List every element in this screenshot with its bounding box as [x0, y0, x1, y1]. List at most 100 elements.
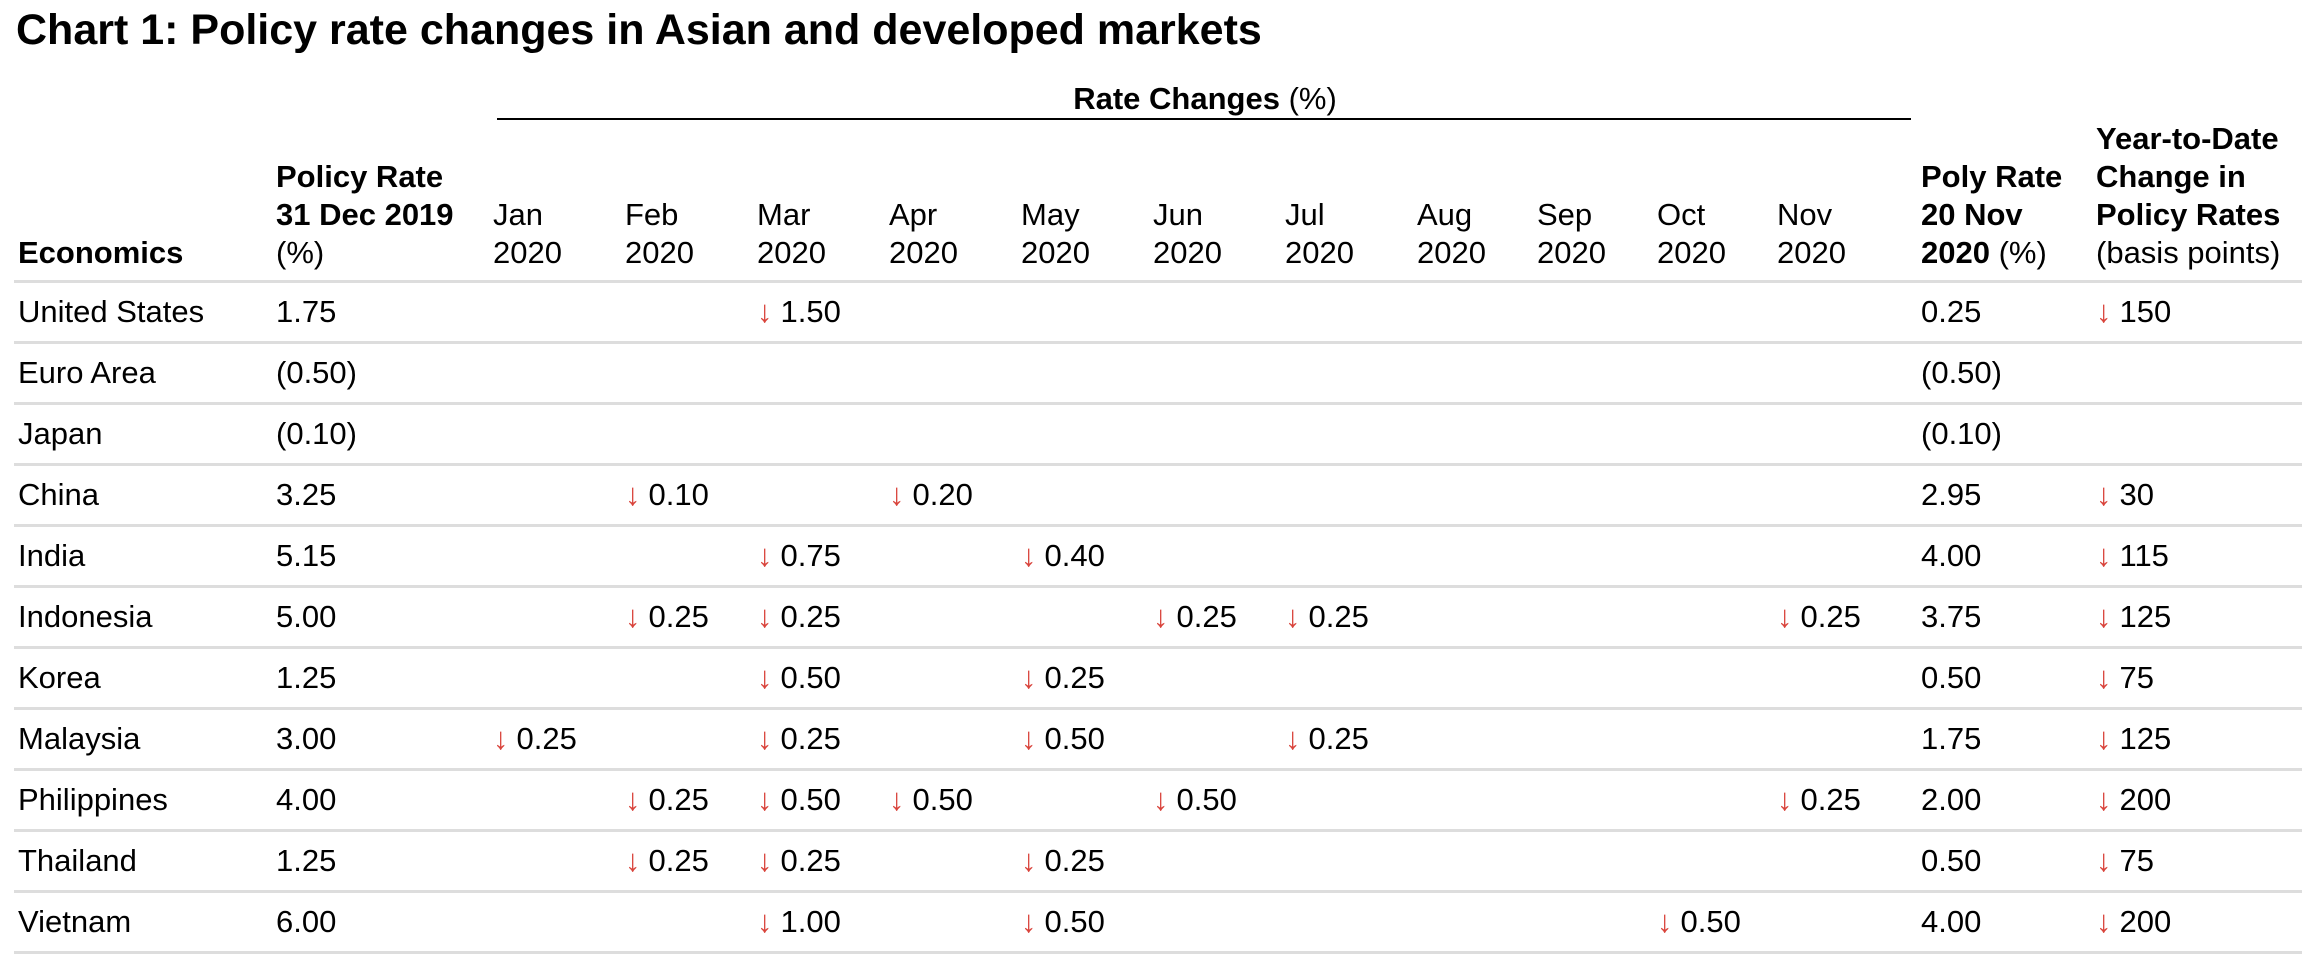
ytd-change-value: 75	[2119, 843, 2154, 878]
rate-change-value: 0.25	[648, 782, 709, 817]
rate-change-cell	[1281, 524, 1413, 587]
header-spacer	[272, 80, 489, 120]
rate-change-cell: ↓0.75	[753, 524, 885, 587]
rate-change-cell	[489, 341, 621, 404]
rate-change-cell: ↓0.50	[1017, 707, 1149, 770]
rate-change-cell	[753, 463, 885, 526]
rate-change-cell	[489, 524, 621, 587]
rate-change-cell	[1281, 890, 1413, 954]
policy-rate-2020-cell: (0.50)	[1917, 341, 2092, 404]
policy-rate-2019-cell: 1.25	[272, 646, 489, 709]
rate-change-cell	[1773, 280, 1917, 343]
down-arrow-icon: ↓	[757, 843, 773, 878]
policy-rate-2020-cell: 2.95	[1917, 463, 2092, 526]
economy-name-cell: Philippines	[14, 768, 272, 831]
rate-change-cell	[1773, 524, 1917, 587]
rate-change-cell: ↓0.25	[621, 768, 753, 831]
rate-change-cell	[1533, 646, 1653, 709]
rate-change-value: 0.10	[648, 477, 709, 512]
rate-change-cell	[885, 585, 1017, 648]
rate-change-cell	[1653, 341, 1773, 404]
rate-change-cell	[621, 280, 753, 343]
rate-change-cell	[1773, 463, 1917, 526]
rate-change-cell	[1533, 829, 1653, 892]
ytd-change-value: 200	[2119, 782, 2172, 817]
rate-change-cell: ↓0.25	[1017, 829, 1149, 892]
rate-change-cell	[1533, 280, 1653, 343]
rate-change-cell	[1653, 585, 1773, 648]
rate-change-value: 0.25	[1308, 599, 1369, 634]
economy-name-cell: Thailand	[14, 829, 272, 892]
rate-change-cell	[489, 280, 621, 343]
col-header-ytd-change: Year-to-Date Change in Policy Rates (bas…	[2096, 121, 2281, 270]
rate-change-value: 0.20	[912, 477, 973, 512]
rate-change-cell: ↓0.25	[1281, 707, 1413, 770]
rate-change-cell	[1533, 524, 1653, 587]
ytd-change-cell: ↓115	[2092, 524, 2302, 587]
rate-change-cell	[1281, 768, 1413, 831]
rate-change-cell	[1017, 463, 1149, 526]
rate-change-cell	[1533, 890, 1653, 954]
rate-change-cell	[1149, 707, 1281, 770]
rate-change-cell: ↓0.25	[1773, 585, 1917, 648]
rate-change-cell: ↓0.25	[753, 585, 885, 648]
rate-change-cell	[1653, 768, 1773, 831]
rate-change-value: 0.25	[1800, 782, 1861, 817]
economy-name-cell: Indonesia	[14, 585, 272, 648]
rate-change-cell	[1281, 402, 1413, 465]
rate-change-cell: ↓0.25	[753, 829, 885, 892]
ytd-change-value: 150	[2119, 294, 2172, 329]
policy-rate-2019-cell: 3.25	[272, 463, 489, 526]
rate-change-cell	[621, 707, 753, 770]
rate-change-cell	[1281, 341, 1413, 404]
rate-change-cell	[621, 646, 753, 709]
down-arrow-icon: ↓	[2096, 843, 2112, 878]
rate-change-cell	[1773, 646, 1917, 709]
rate-change-cell	[1413, 524, 1533, 587]
rate-change-value: 0.50	[1680, 904, 1741, 939]
rate-change-cell	[1149, 829, 1281, 892]
down-arrow-icon: ↓	[757, 660, 773, 695]
rate-change-cell: ↓0.50	[885, 768, 1017, 831]
rate-change-value: 1.50	[780, 294, 841, 329]
rate-change-cell	[1533, 585, 1653, 648]
rate-change-cell	[489, 646, 621, 709]
rate-change-cell	[1413, 341, 1533, 404]
rate-change-cell	[621, 402, 753, 465]
down-arrow-icon: ↓	[1021, 660, 1037, 695]
down-arrow-icon: ↓	[2096, 294, 2112, 329]
policy-rate-2019-cell: 4.00	[272, 768, 489, 831]
rate-change-cell: ↓0.25	[621, 829, 753, 892]
down-arrow-icon: ↓	[889, 477, 905, 512]
rate-change-cell	[753, 402, 885, 465]
down-arrow-icon: ↓	[1285, 721, 1301, 756]
rate-changes-label: Rate Changes (%)	[1073, 81, 1337, 116]
rate-change-cell	[1653, 646, 1773, 709]
down-arrow-icon: ↓	[1285, 599, 1301, 634]
rate-change-cell	[1017, 402, 1149, 465]
rate-change-cell	[753, 341, 885, 404]
rate-change-cell	[1773, 890, 1917, 954]
economy-name-cell: Japan	[14, 402, 272, 465]
rate-change-cell: ↓0.50	[1149, 768, 1281, 831]
rate-change-cell: ↓0.50	[753, 646, 885, 709]
ytd-change-cell	[2092, 402, 2302, 465]
rate-change-cell	[1413, 463, 1533, 526]
rate-change-cell	[1017, 585, 1149, 648]
policy-rate-2019-cell: 3.00	[272, 707, 489, 770]
rate-change-cell: ↓0.25	[753, 707, 885, 770]
policy-rate-2019-cell: 6.00	[272, 890, 489, 954]
rate-change-cell	[1413, 646, 1533, 709]
economy-name-cell: China	[14, 463, 272, 526]
ytd-change-cell: ↓75	[2092, 829, 2302, 892]
header-spacer	[14, 80, 272, 120]
rate-change-cell	[1281, 829, 1413, 892]
